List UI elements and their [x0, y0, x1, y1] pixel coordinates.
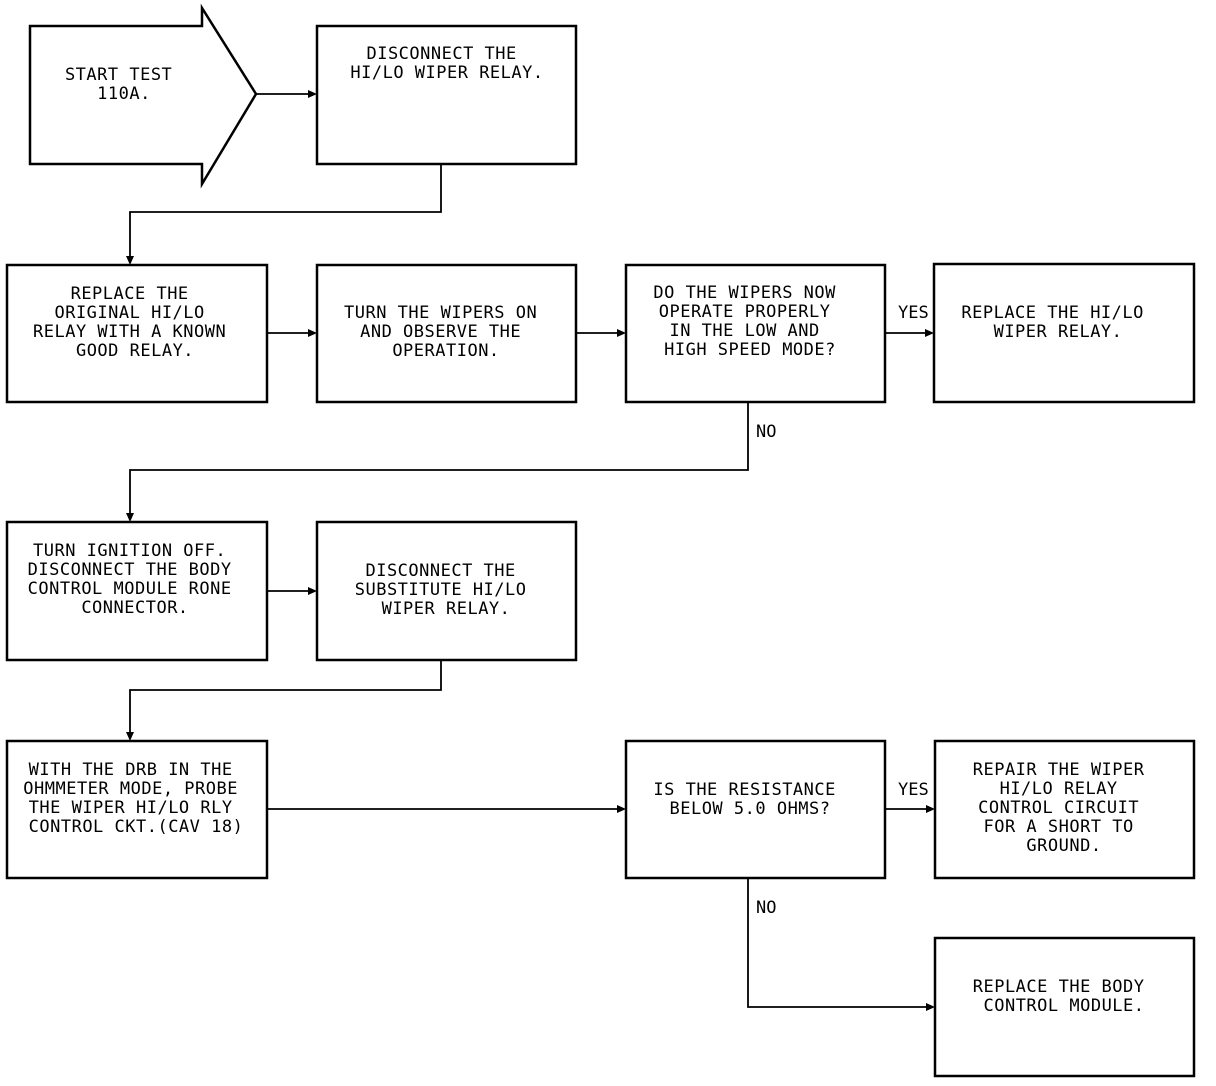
replace-original-text: REPLACE THE ORIGINAL HI/LO RELAY WITH A …	[33, 284, 237, 361]
text-line: FOR A SHORT TO	[983, 817, 1133, 837]
arrowhead	[617, 329, 626, 337]
text-line: START TEST	[65, 65, 172, 85]
text-line: GOOD RELAY.	[76, 341, 194, 361]
text-line: WIPER RELAY.	[994, 322, 1123, 342]
arrowhead	[308, 587, 317, 595]
text-line: OPERATE PROPERLY	[659, 302, 831, 322]
arrowhead	[126, 732, 134, 741]
repair-short-text: REPAIR THE WIPER HI/LO RELAY CONTROL CIR…	[973, 760, 1156, 856]
replace-original-box	[5, 263, 269, 404]
replace-bcm-text: REPLACE THE BODY CONTROL MODULE.	[973, 977, 1156, 1016]
disconnect-relay-text: DISCONNECT THE HI/LO WIPER RELAY.	[350, 44, 543, 83]
text-line: WIPER RELAY.	[382, 599, 511, 619]
text-line: CONTROL MODULE.	[983, 996, 1144, 1016]
connector-substitute-to-probe	[129, 660, 442, 734]
turn-wipers-on-text: TURN THE WIPERS ON AND OBSERVE THE OPERA…	[344, 303, 548, 361]
repair-short-box	[933, 739, 1196, 880]
text-line: WITH THE DRB IN THE	[29, 760, 233, 780]
arrowhead	[308, 329, 317, 337]
arrowhead	[126, 256, 134, 265]
ignition-off-text: TURN IGNITION OFF. DISCONNECT THE BODY C…	[28, 541, 243, 618]
text-line: REPAIR THE WIPER	[973, 760, 1145, 780]
text-line: CONNECTOR.	[81, 598, 188, 618]
edge-label-yes: YES	[898, 303, 929, 323]
text-line: REPLACE THE	[71, 284, 189, 304]
text-line: RELAY WITH A KNOWN	[33, 322, 226, 342]
connector-resistance-no	[747, 878, 928, 1008]
arrowhead	[926, 1003, 935, 1011]
text-line: IS THE RESISTANCE	[653, 780, 836, 800]
text-line: GROUND.	[1026, 836, 1101, 856]
text-line: BELOW 5.0 OHMS?	[669, 799, 830, 819]
turn-wipers-on-box	[315, 263, 578, 404]
text-line: OPERATION.	[392, 341, 499, 361]
edge-label-yes: YES	[898, 780, 929, 800]
disconnect-relay-box	[315, 24, 578, 166]
connector-disconnect-to-replace	[129, 164, 442, 258]
resistance-question-text: IS THE RESISTANCE BELOW 5.0 OHMS?	[653, 780, 846, 819]
edge-label-no: NO	[756, 898, 776, 918]
ignition-off-box	[5, 520, 269, 662]
text-line: AND OBSERVE THE	[360, 322, 521, 342]
disconnect-substitute-box	[315, 520, 578, 662]
text-line: HI/LO WIPER RELAY.	[350, 63, 543, 83]
text-line: TURN IGNITION OFF.	[33, 541, 226, 561]
text-line: DISCONNECT THE BODY	[28, 560, 232, 580]
text-line: HI/LO RELAY	[1000, 779, 1118, 799]
text-line: HIGH SPEED MODE?	[664, 340, 836, 360]
replace-relay-text: REPLACE THE HI/LO WIPER RELAY.	[961, 303, 1154, 342]
text-line: ORIGINAL HI/LO	[54, 303, 204, 323]
text-line: REPLACE THE HI/LO	[961, 303, 1144, 323]
text-line: DO THE WIPERS NOW	[653, 283, 836, 303]
replace-bcm-box	[933, 936, 1196, 1078]
arrowhead	[926, 805, 935, 813]
wipers-operate-question-text: DO THE WIPERS NOW OPERATE PROPERLY IN TH…	[653, 283, 846, 360]
start-text: START TEST 110A.	[65, 65, 183, 104]
disconnect-substitute-text: DISCONNECT THE SUBSTITUTE HI/LO WIPER RE…	[355, 561, 538, 619]
text-line: DISCONNECT THE	[366, 44, 516, 64]
arrowhead	[126, 513, 134, 522]
start-arrow-shape	[28, 3, 258, 189]
arrowhead	[308, 90, 317, 98]
probe-drb-text: WITH THE DRB IN THE OHMMETER MODE, PROBE…	[23, 760, 248, 837]
text-line: TURN THE WIPERS ON	[344, 303, 537, 323]
text-line: CONTROL MODULE RONE	[28, 579, 232, 599]
text-line: SUBSTITUTE HI/LO	[355, 580, 527, 600]
arrowhead	[925, 329, 934, 337]
connector-question-no	[129, 402, 749, 515]
edge-label-no: NO	[756, 422, 776, 442]
text-line: CONTROL CIRCUIT	[978, 798, 1139, 818]
text-line: OHMMETER MODE, PROBE	[23, 779, 238, 799]
arrowhead	[617, 805, 626, 813]
text-line: IN THE LOW AND	[669, 321, 819, 341]
text-line: DISCONNECT THE	[365, 561, 515, 581]
text-line: THE WIPER HI/LO RLY	[29, 798, 233, 818]
text-line: REPLACE THE BODY	[973, 977, 1145, 997]
wipers-operate-decision-box	[624, 263, 887, 404]
text-line: CONTROL CKT.(CAV 18)	[29, 817, 244, 837]
text-line: 110A.	[97, 84, 151, 104]
